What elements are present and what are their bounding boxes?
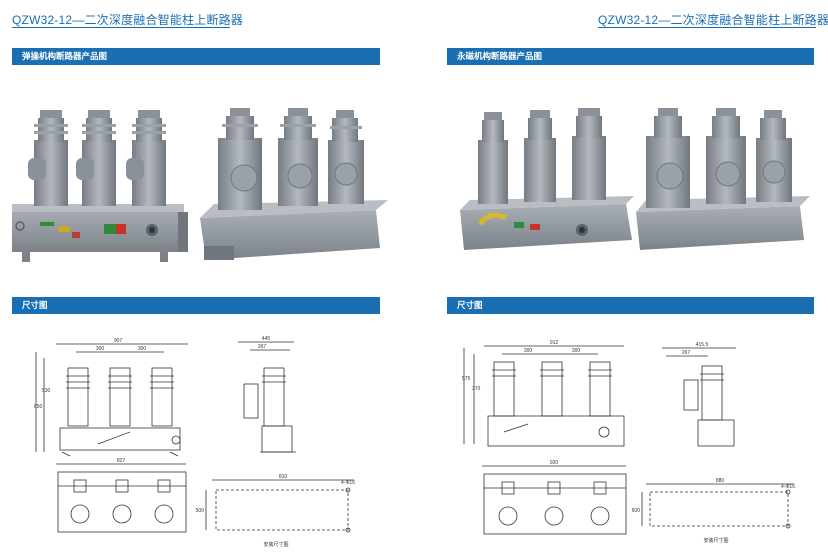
mount-width-dim: 880 <box>716 478 725 484</box>
mount-height-dim: 500 <box>196 508 205 514</box>
mount-hole-dim: 4-Φ16 <box>781 484 795 490</box>
bottom-dim: 827 <box>117 458 126 464</box>
left-title-underline <box>12 27 230 28</box>
front-pitch2-dim: 300 <box>572 348 581 354</box>
side-top-dim: 445 <box>262 336 271 342</box>
right-title-underline <box>598 27 816 28</box>
front-height2-dim: 575 <box>462 376 471 382</box>
right-product-section-bar: 永磁机构断路器产品图 <box>447 48 814 65</box>
front-total-dim: 912 <box>550 340 559 346</box>
left-page-title: QZW32-12—二次深度融合智能柱上断路器 <box>12 13 244 27</box>
rear-unit <box>200 108 388 260</box>
right-dimension-drawing: 912 300 300 370 575 415.5 267 920 880 4-… <box>462 340 795 544</box>
front-unit <box>12 110 188 262</box>
bottom-dim: 920 <box>550 460 559 466</box>
right-dimension-section-bar: 尺寸图 <box>447 297 814 314</box>
front-height1-dim: 530 <box>42 388 51 394</box>
mount-height-dim: 500 <box>632 508 641 514</box>
right-breaker-photo <box>460 108 810 250</box>
mount-width-dim: 810 <box>279 474 288 480</box>
side-sub-dim: 267 <box>682 350 691 356</box>
side-top-dim: 415.5 <box>696 342 709 348</box>
mount-caption: 安装尺寸图 <box>263 541 288 548</box>
bottom-view <box>56 463 187 533</box>
bottom-view <box>482 465 627 535</box>
left-breaker-photo <box>12 108 388 262</box>
side-sub-dim: 267 <box>258 344 267 350</box>
rear-unit <box>636 108 810 250</box>
front-view <box>463 345 625 447</box>
right-page-title: QZW32-12—二次深度融合智能柱上断路器 <box>598 13 828 27</box>
front-total-dim: 907 <box>114 338 123 344</box>
mount-hole-dim: 4-Φ16 <box>341 480 355 486</box>
left-dimension-section-bar: 尺寸图 <box>12 297 380 314</box>
front-unit <box>460 108 634 250</box>
front-pitch1-dim: 300 <box>96 346 105 352</box>
mount-view <box>641 483 794 529</box>
front-view <box>35 343 188 457</box>
left-product-section-bar: 弹操机构断路器产品图 <box>12 48 380 65</box>
mount-view <box>205 479 354 533</box>
side-view <box>662 347 736 447</box>
front-pitch2-dim: 300 <box>138 346 147 352</box>
left-dimension-drawing: 907 300 300 530 650 445 267 827 810 4-Φ1… <box>34 336 355 548</box>
front-height2-dim: 650 <box>34 404 43 410</box>
mount-caption: 安装尺寸图 <box>703 537 728 544</box>
front-height1-dim: 370 <box>472 386 481 392</box>
side-view <box>238 341 296 453</box>
front-pitch1-dim: 300 <box>524 348 533 354</box>
